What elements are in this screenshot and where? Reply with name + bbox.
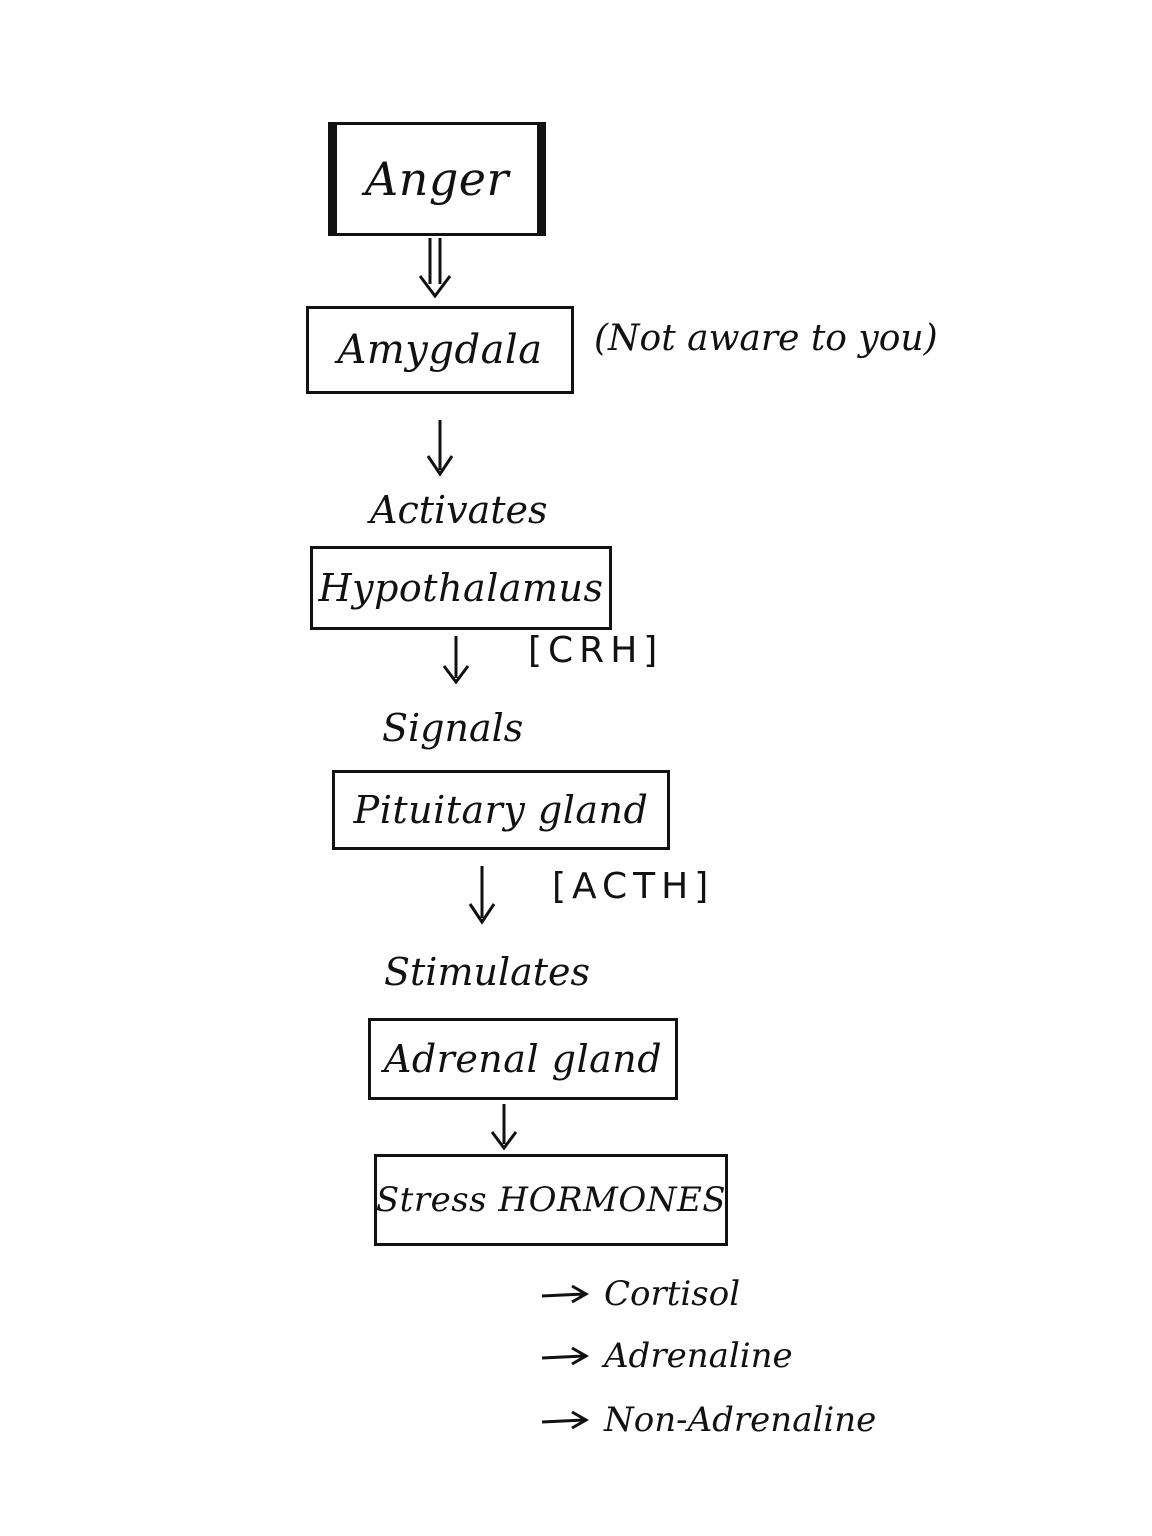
right-arrow-icon — [541, 1346, 590, 1366]
node-adrenal-gland: Adrenal gland — [368, 1018, 678, 1100]
output-label-non-adrenaline: Non-Adrenaline — [604, 1400, 877, 1440]
node-pituitary-gland: Pituitary gland — [332, 770, 670, 850]
node-hypothalamus: Hypothalamus — [310, 546, 612, 630]
node-anger: Anger — [328, 122, 546, 236]
right-arrow-icon — [541, 1410, 590, 1430]
node-pituitary-gland-label: Pituitary gland — [353, 788, 649, 832]
node-anger-label: Anger — [364, 152, 509, 206]
output-label-cortisol: Cortisol — [604, 1274, 741, 1314]
output-item-cortisol: Cortisol — [540, 1274, 740, 1314]
tag-crh: [CRH] — [528, 630, 664, 671]
node-stress-hormones-label: Stress HORMONES — [375, 1180, 727, 1220]
arrow-pituitary-adrenal — [468, 866, 496, 925]
node-amygdala: Amygdala — [306, 306, 574, 394]
node-amygdala-label: Amygdala — [337, 327, 543, 373]
node-adrenal-gland-label: Adrenal gland — [383, 1037, 663, 1081]
node-stress-hormones: Stress HORMONES — [374, 1154, 728, 1246]
double-arrow-anger-amygdala — [418, 238, 452, 299]
output-item-adrenaline: Adrenaline — [540, 1336, 793, 1376]
tag-acth: [ACTH] — [552, 866, 715, 907]
output-item-non-adrenaline: Non-Adrenaline — [540, 1400, 876, 1440]
node-hypothalamus-label: Hypothalamus — [318, 566, 604, 610]
amygdala-note: (Not aware to you) — [594, 318, 938, 359]
arrow-hypothalamus-pituitary — [442, 636, 470, 685]
arrow-adrenal-stress — [490, 1104, 518, 1151]
label-activates: Activates — [370, 488, 548, 532]
arrow-amygdala-hypothalamus — [426, 420, 454, 477]
output-label-adrenaline: Adrenaline — [604, 1336, 793, 1376]
right-arrow-icon — [541, 1284, 590, 1304]
label-stimulates: Stimulates — [384, 950, 591, 994]
label-signals: Signals — [382, 706, 524, 750]
